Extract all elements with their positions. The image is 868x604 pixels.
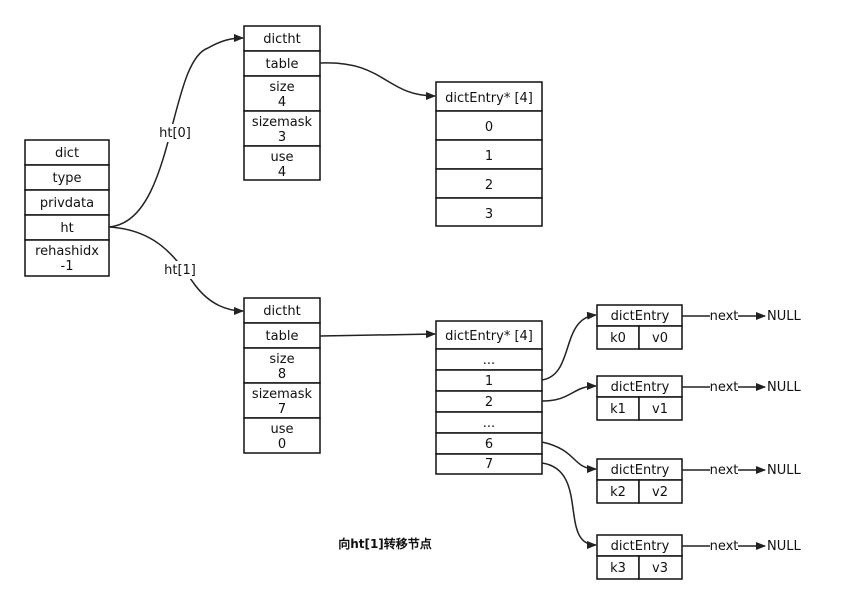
ht0-sizemask-value: 3 (278, 130, 286, 145)
ht0-table-arrow (319, 62, 436, 100)
entry1-next-label: next (710, 380, 739, 395)
entry0-null-label: NULL (767, 309, 801, 324)
ht0-size-value: 4 (278, 95, 286, 110)
ht0-size-label: size (269, 80, 294, 95)
entry2-null-label: NULL (767, 463, 801, 478)
ht0-sizemask-label: sizemask (252, 115, 313, 130)
bucket2-to-entry1 (541, 382, 597, 402)
entry0-next-label: next (710, 309, 739, 324)
dict-entry-2: dictEntry k2 v2 (596, 458, 683, 504)
ht0-table-field: table (266, 57, 299, 72)
ht0-edge-label: ht[0] (159, 126, 191, 141)
entry-value: v3 (652, 561, 668, 576)
dict-privdata-field: privdata (40, 196, 94, 211)
ht1-table-field: table (266, 329, 299, 344)
table0-bucket: 3 (485, 207, 493, 222)
dict-title: dict (55, 146, 79, 161)
ht0-title: dictht (263, 32, 300, 47)
entry-key: k2 (610, 485, 626, 500)
entry3-next-label: next (710, 539, 739, 554)
table1-title: dictEntry* [4] (445, 329, 533, 344)
dict-entry-1: dictEntry k1 v1 (596, 375, 683, 421)
entry-title: dictEntry (611, 539, 670, 554)
ht1-sizemask-label: sizemask (252, 387, 313, 402)
ht1-size-value: 8 (278, 367, 286, 382)
ht0-used-label: use (270, 150, 293, 165)
bucket6-to-entry2 (541, 441, 597, 473)
ht1-edge-label: ht[1] (164, 263, 196, 278)
entry-value: v0 (652, 331, 668, 346)
dict-rehashidx-label: rehashidx (35, 244, 99, 259)
table0-bucket: 0 (485, 120, 493, 135)
table1-array: dictEntry* [4] ... 1 2 ... 6 7 (435, 320, 543, 475)
entry-value: v2 (652, 485, 668, 500)
entry-key: k3 (610, 561, 626, 576)
table1-bucket: 2 (485, 395, 493, 410)
dict-entry-3: dictEntry k3 v3 (596, 534, 683, 580)
table1-bucket: 1 (485, 374, 493, 389)
ht0-used-value: 4 (278, 165, 286, 180)
entry-title: dictEntry (611, 463, 670, 478)
entry2-next-label: next (710, 463, 739, 478)
dict-ht-field: ht (60, 221, 73, 236)
ht1-arrow (108, 226, 244, 315)
table1-bucket: 7 (485, 457, 493, 472)
table0-title: dictEntry* [4] (445, 91, 533, 106)
ht1-table-arrow (319, 330, 436, 339)
dict-rehashidx-value: -1 (61, 259, 74, 274)
dict-struct: dict type privdata ht rehashidx -1 (24, 139, 110, 277)
table0-bucket: 1 (485, 149, 493, 164)
ht1-size-label: size (269, 352, 294, 367)
entry-title: dictEntry (611, 309, 670, 324)
entry1-null-label: NULL (767, 380, 801, 395)
table0-array: dictEntry* [4] 0 1 2 3 (435, 81, 543, 227)
ht1-dictht: dictht table size 8 sizemask 7 use 0 (243, 297, 321, 454)
bucket7-to-entry3 (541, 462, 597, 549)
dict-type-field: type (52, 171, 81, 186)
ht0-arrow (108, 34, 244, 228)
ht0-dictht: dictht table size 4 sizemask 3 use 4 (243, 25, 321, 181)
entry-key: k0 (610, 331, 626, 346)
table1-bucket: ... (483, 416, 495, 431)
connectors (108, 34, 766, 550)
entry-title: dictEntry (611, 380, 670, 395)
entry3-null-label: NULL (767, 539, 801, 554)
ht1-sizemask-value: 7 (278, 402, 286, 417)
table0-bucket: 2 (485, 178, 493, 193)
entry-key: k1 (610, 402, 626, 417)
ht1-used-value: 0 (278, 437, 286, 452)
ht1-used-label: use (270, 422, 293, 437)
ht1-title: dictht (263, 304, 300, 319)
table1-bucket: 6 (485, 437, 493, 452)
diagram-caption: 向ht[1]转移节点 (338, 536, 432, 551)
bucket1-to-entry0 (541, 311, 597, 381)
entry-value: v1 (652, 402, 668, 417)
dict-entry-0: dictEntry k0 v0 (596, 304, 683, 350)
table1-bucket: ... (483, 353, 495, 368)
